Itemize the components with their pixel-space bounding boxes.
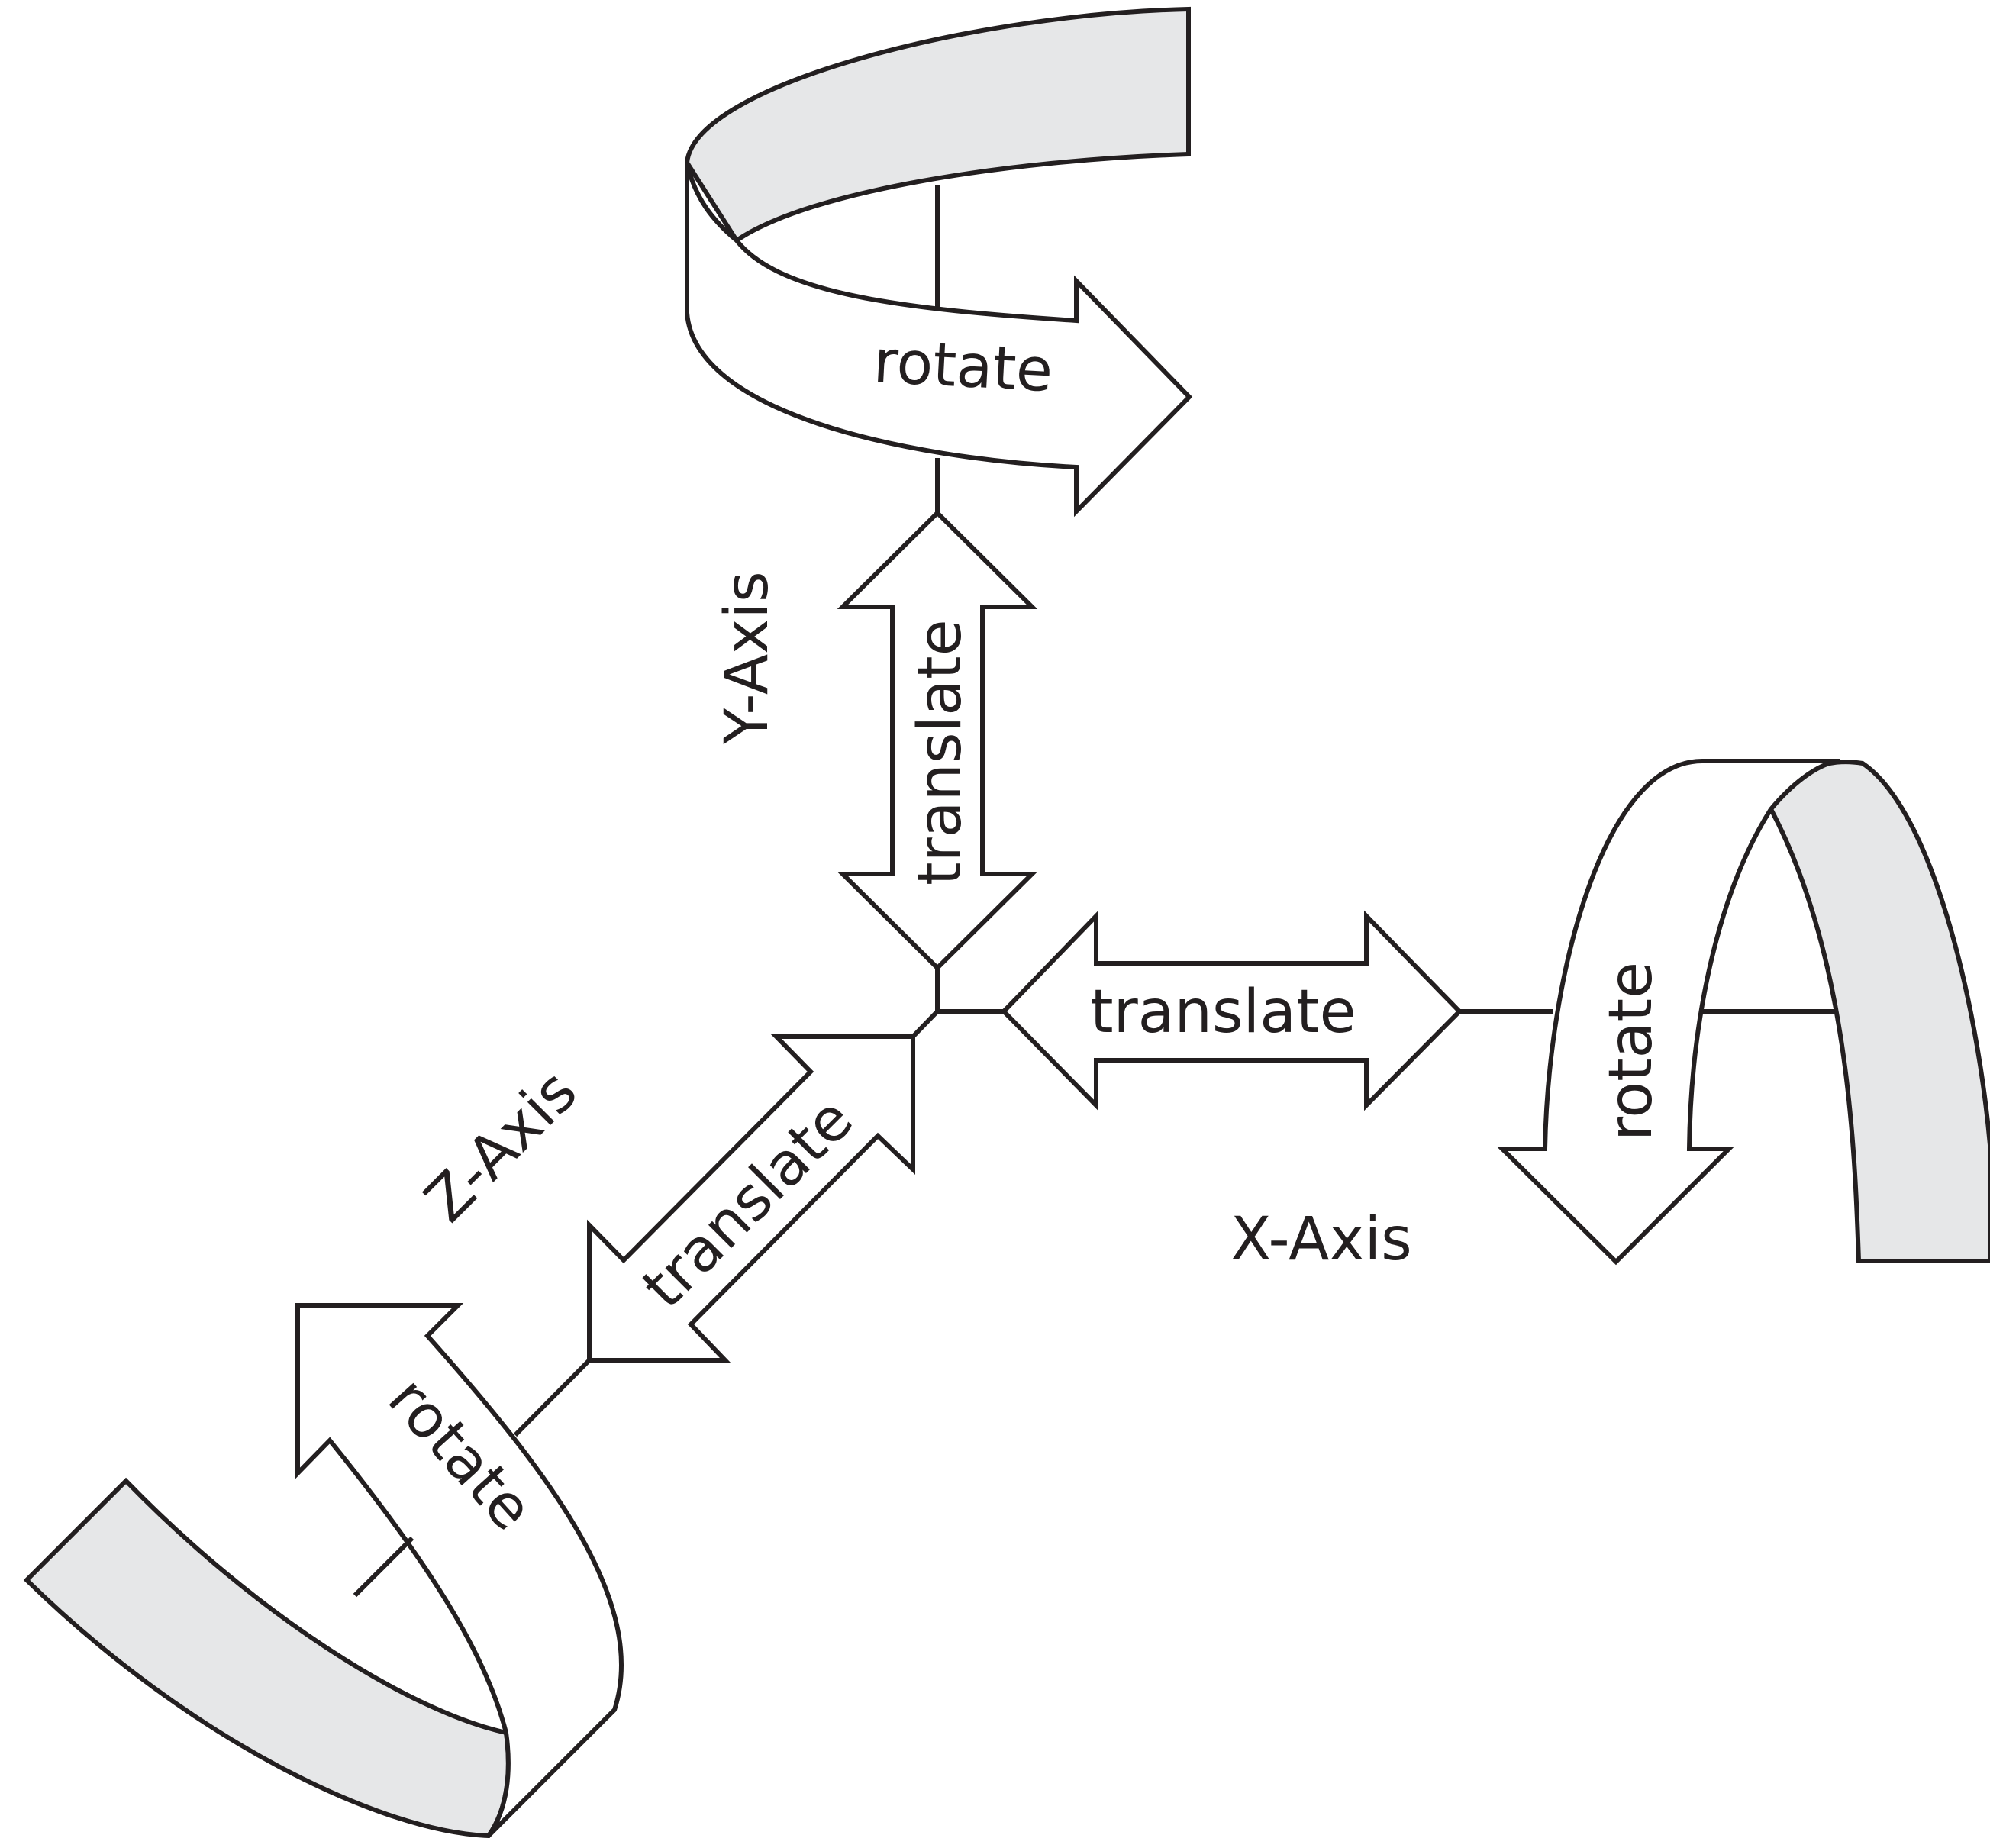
z-band-arrow [295, 1303, 624, 1838]
y-translate-arrow [837, 509, 1038, 972]
z-translate-arrow [587, 1034, 915, 1363]
x-rotate-band [1496, 759, 1990, 1266]
y-translate-label: translate [906, 619, 975, 885]
z-translate-label: translate [630, 1085, 866, 1321]
x-translate-arrow [1000, 910, 1463, 1111]
z-rotate-band [23, 1303, 624, 1839]
z-axis-line-stub [353, 1536, 414, 1598]
x-axis-label: X-Axis [1230, 1205, 1412, 1274]
z-axis-label: Z-Axis [412, 1057, 591, 1236]
x-rotate-label: rotate [1597, 962, 1666, 1141]
y-band-inner-face [684, 6, 1191, 244]
z-axis-line-center [911, 1009, 940, 1039]
y-axis-label: Y-Axis [713, 571, 782, 745]
x-band-inner-face [1768, 760, 1990, 1263]
z-axis-line-lower [513, 1358, 592, 1437]
x-band-arrow [1496, 759, 1840, 1266]
labels: rotate translate Y-Axis translate rotate… [375, 327, 1666, 1543]
y-band-arrow [685, 162, 1193, 518]
x-translate-label: translate [1090, 978, 1356, 1047]
y-rotate-band [684, 6, 1193, 518]
y-rotate-label: rotate [872, 327, 1054, 405]
